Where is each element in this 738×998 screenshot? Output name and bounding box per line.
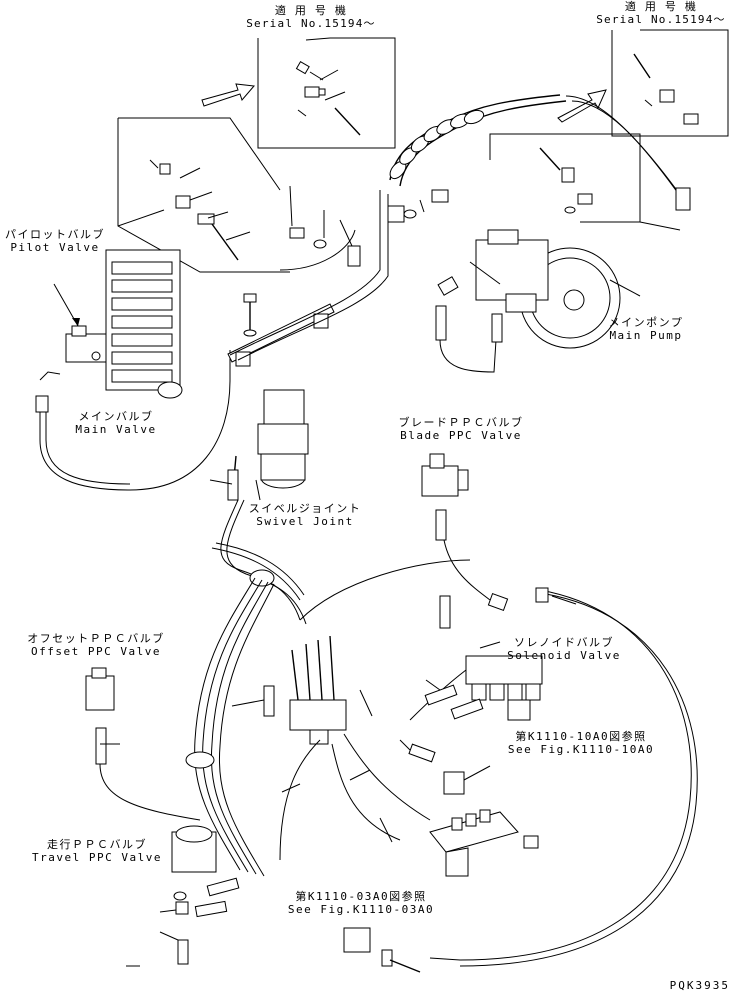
main-valve-hose <box>39 350 231 491</box>
serial-caption-left-en: Serial No.15194～ <box>246 17 376 30</box>
label-blade-ppc-valve-jp: ブレードＰＰＣバルブ <box>398 416 524 429</box>
label-swivel-joint-en: Swivel Joint <box>256 515 354 528</box>
label-pilot-valve-en: Pilot Valve <box>10 241 100 254</box>
label-pilot-valve-jp: パイロットバルブ <box>5 228 105 241</box>
fig10a0-part <box>399 739 491 795</box>
label-see-fig-03a0-en: See Fig.K1110-03A0 <box>287 903 435 916</box>
label-swivel-joint: スイベルジョイント Swivel Joint <box>240 502 370 528</box>
label-travel-ppc-valve-en: Travel PPC Valve <box>32 851 162 864</box>
fittings-group <box>149 159 251 261</box>
label-see-fig-10a0-jp: 第K1110-10A0図参照 <box>515 730 647 743</box>
label-solenoid-valve-jp: ソレノイドバルブ <box>514 636 614 649</box>
serial-caption-left-jp: 適 用 号 機 <box>274 4 348 17</box>
label-blade-ppc-valve: ブレードＰＰＣバルブ Blade PPC Valve <box>386 416 536 442</box>
serial-detail-box-left <box>257 37 396 149</box>
blade-ppc-valve-body <box>421 453 491 601</box>
label-travel-ppc-valve: 走行ＰＰＣバルブ Travel PPC Valve <box>22 838 172 864</box>
label-solenoid-valve: ソレノイドバルブ Solenoid Valve <box>496 636 632 662</box>
label-offset-ppc-valve-en: Offset PPC Valve <box>31 645 161 658</box>
pump-detail-panel <box>489 133 641 223</box>
label-see-fig-10a0: 第K1110-10A0図参照 See Fig.K1110-10A0 <box>496 730 666 756</box>
swivel-joint-body <box>227 389 309 501</box>
figure-code: PQK3935 <box>669 979 730 992</box>
label-main-valve: メインバルブ Main Valve <box>66 410 166 436</box>
fig03a0-part <box>343 927 421 973</box>
label-main-valve-jp: メインバルブ <box>78 410 154 423</box>
solenoid-valve-body <box>409 655 543 721</box>
main-valve-body <box>105 249 183 399</box>
travel-ppc-valve-body <box>171 825 240 965</box>
label-see-fig-10a0-en: See Fig.K1110-10A0 <box>507 743 655 756</box>
hose-bundle <box>185 499 307 877</box>
label-solenoid-valve-en: Solenoid Valve <box>507 649 621 662</box>
label-main-pump-en: Main Pump <box>609 329 683 342</box>
coiled-hose <box>389 94 567 187</box>
top-fittings <box>289 185 449 267</box>
label-offset-ppc-valve: オフセットＰＰＣバルブ Offset PPC Valve <box>14 632 178 658</box>
main-pump-body <box>437 229 621 349</box>
serial-caption-right: 適 用 号 機 Serial No.15194～ <box>586 0 736 26</box>
serial-caption-right-en: Serial No.15194～ <box>596 13 726 26</box>
label-blade-ppc-valve-en: Blade PPC Valve <box>400 429 522 442</box>
serial-caption-right-jp: 適 用 号 機 <box>624 0 698 13</box>
flow-arrow-right <box>557 89 607 123</box>
label-see-fig-03a0: 第K1110-03A0図参照 See Fig.K1110-03A0 <box>276 890 446 916</box>
label-main-pump-jp: メインポンプ <box>608 316 684 329</box>
label-main-valve-en: Main Valve <box>75 423 157 436</box>
label-pilot-valve: パイロットバルブ Pilot Valve <box>0 228 110 254</box>
center-manifold <box>263 635 431 861</box>
flow-arrow-left <box>201 83 255 107</box>
offset-ppc-valve-body <box>85 667 201 821</box>
label-swivel-joint-jp: スイベルジョイント <box>248 502 362 515</box>
pilot-valve-body <box>53 283 107 363</box>
label-see-fig-03a0-jp: 第K1110-03A0図参照 <box>295 890 427 903</box>
label-offset-ppc-valve-jp: オフセットＰＰＣバルブ <box>27 632 165 645</box>
pipe-bracket <box>227 293 335 367</box>
label-travel-ppc-valve-jp: 走行ＰＰＣバルブ <box>47 838 147 851</box>
serial-caption-left: 適 用 号 機 Serial No.15194～ <box>236 4 386 30</box>
lower-bracket-plate <box>429 809 539 877</box>
leader-lines <box>100 29 681 967</box>
detail-panel-outline <box>117 117 290 273</box>
label-main-pump: メインポンプ Main Pump <box>596 316 696 342</box>
serial-detail-box-right <box>611 29 729 137</box>
